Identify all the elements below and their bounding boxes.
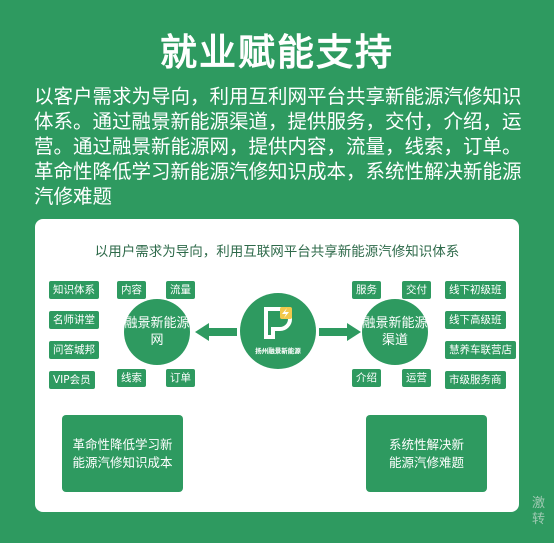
intro-paragraph: 以客户需求为导向，利用互利网平台共享新能源汽修知识体系。通过融景新能源渠道，提供…	[34, 85, 522, 208]
watermark: 激 转	[532, 496, 546, 527]
tag-qa-city: 问答城邦	[49, 341, 99, 359]
tag-offline-basic: 线下初级班	[445, 281, 506, 299]
tag-vip-member: VIP会员	[49, 371, 95, 389]
arrow-left-icon	[195, 323, 237, 341]
circle-rongjing-channel: 融景新能源渠道	[362, 299, 428, 365]
tag-traffic: 流量	[166, 281, 195, 299]
box-solve-problems: 系统性解决新能源汽修难题	[366, 415, 487, 492]
logo-text: 扬州融景新能源	[255, 347, 301, 355]
circle-rongjing-network: 融景新能源网	[124, 299, 190, 365]
tag-service: 服务	[352, 281, 381, 299]
tag-orders: 订单	[166, 369, 195, 387]
diagram-panel: 以用户需求为导向，利用互联网平台共享新能源汽修知识体系 知识体系 名师讲堂 问答…	[35, 219, 519, 512]
logo-icon	[264, 307, 292, 339]
tag-offline-advanced: 线下高级班	[445, 311, 506, 329]
tag-city-provider: 市级服务商	[445, 371, 506, 389]
center-logo: 扬州融景新能源	[240, 293, 316, 369]
tag-knowledge-system: 知识体系	[49, 281, 99, 299]
tag-delivery: 交付	[402, 281, 431, 299]
diagram-heading: 以用户需求为导向，利用互联网平台共享新能源汽修知识体系	[94, 244, 460, 260]
tag-huiyangche-store: 慧养车联营店	[445, 341, 516, 359]
box-reduce-cost: 革命性降低学习新能源汽修知识成本	[62, 415, 183, 492]
arrow-right-icon	[319, 323, 361, 341]
page-title: 就业赋能支持	[160, 31, 394, 74]
tag-famous-teacher: 名师讲堂	[49, 311, 99, 329]
tag-leads: 线索	[117, 369, 146, 387]
tag-content: 内容	[117, 281, 146, 299]
tag-introduction: 介绍	[352, 369, 381, 387]
tag-operation: 运营	[402, 369, 431, 387]
